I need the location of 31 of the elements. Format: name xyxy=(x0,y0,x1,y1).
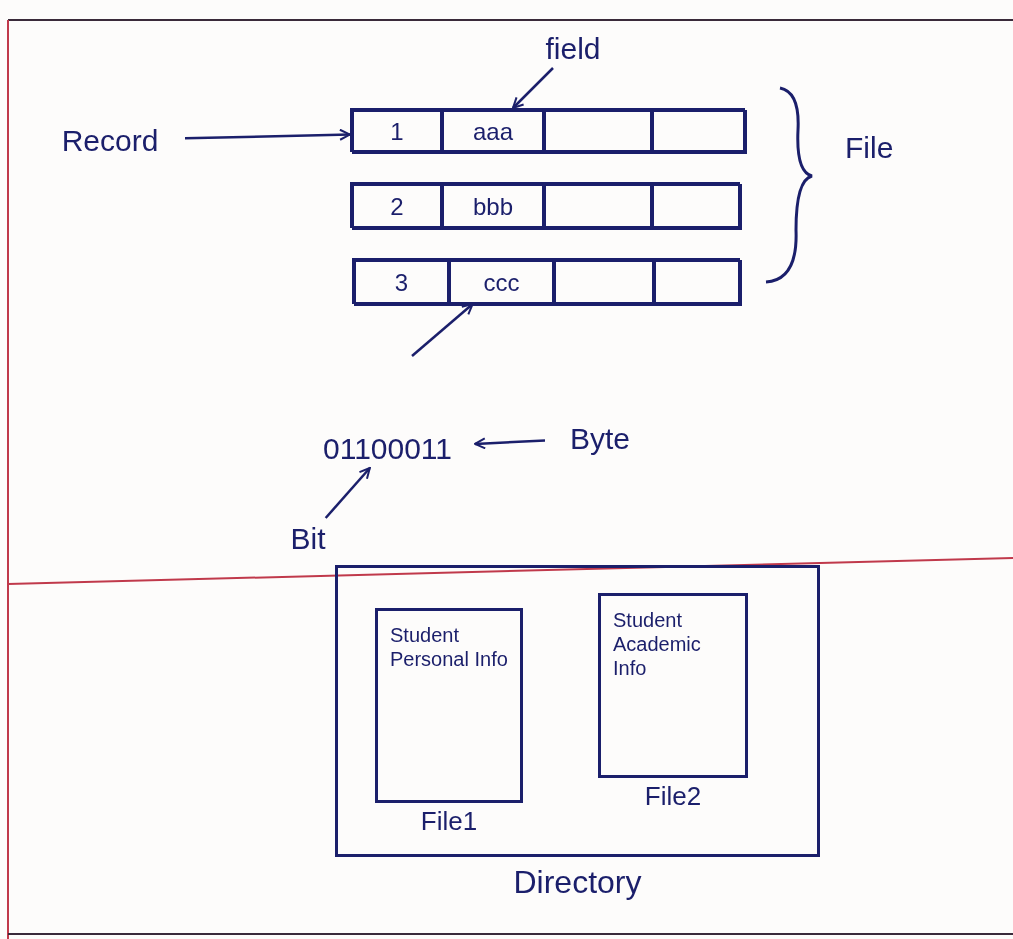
record-field-cell: 1 xyxy=(352,110,442,154)
record-row xyxy=(350,108,745,152)
directory-label: Directory xyxy=(512,863,643,902)
handwritten-label: Record xyxy=(35,118,185,162)
empty-field-cell xyxy=(544,110,652,154)
handwritten-label: 01100011 xyxy=(300,428,475,468)
record-row xyxy=(350,182,740,228)
file-content-text: Student Personal Info xyxy=(390,623,509,671)
record-field-cell: ccc xyxy=(449,260,554,306)
record-field-cell: aaa xyxy=(442,110,544,154)
empty-field-cell xyxy=(544,184,652,230)
record-field-cell: bbb xyxy=(442,184,544,230)
record-field-cell: 3 xyxy=(354,260,449,306)
handwritten-label: Bit xyxy=(278,518,338,558)
empty-field-cell xyxy=(654,260,742,306)
handwritten-label: field xyxy=(528,28,618,68)
file-name-label: File1 xyxy=(419,805,479,838)
arrow xyxy=(411,303,474,357)
empty-field-cell xyxy=(652,110,747,154)
arrow xyxy=(512,67,554,109)
empty-field-cell xyxy=(652,184,742,230)
file-name-label: File2 xyxy=(643,780,703,813)
record-row xyxy=(352,258,740,304)
arrow xyxy=(474,437,546,450)
record-field-cell: 2 xyxy=(352,184,442,230)
arrow xyxy=(184,128,351,141)
arrow xyxy=(324,467,371,519)
empty-field-cell xyxy=(554,260,654,306)
file-content-text: Student Academic Info xyxy=(613,608,702,680)
file-label: File xyxy=(845,130,894,166)
handwritten-label: Byte xyxy=(545,412,655,464)
